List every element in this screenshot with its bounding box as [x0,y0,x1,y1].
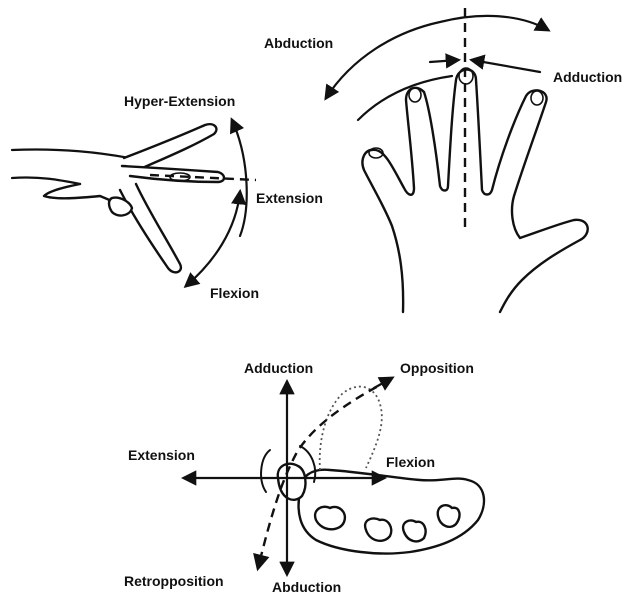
finger-extension-label: Extension [256,190,323,206]
thumb-flexion-label: Flexion [386,454,435,470]
hyper-extension-label: Hyper-Extension [124,93,235,109]
hand-adduction-label: Adduction [553,69,622,85]
thumb-movement-panel: Adduction Opposition Extension Flexion R… [124,360,484,595]
hand-abduction-label: Abduction [264,35,333,51]
finger-side-view-panel: Hyper-Extension Extension Flexion [12,93,323,301]
thumb-abduction-label: Abduction [272,579,341,595]
thumb-retropposition-label: Retropposition [124,573,224,589]
finger-flexion-label: Flexion [210,285,259,301]
thumb-extension-label: Extension [128,447,195,463]
thumb-opposition-label: Opposition [400,360,474,376]
hand-top-view-panel: Abduction Adduction [264,8,622,312]
thumb-adduction-label: Adduction [244,360,313,376]
